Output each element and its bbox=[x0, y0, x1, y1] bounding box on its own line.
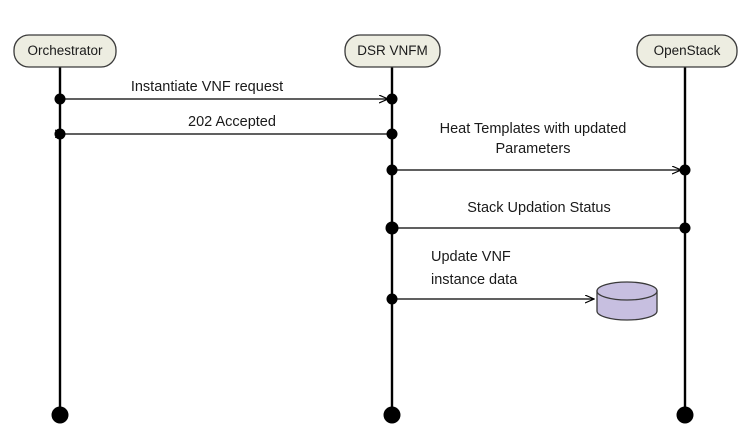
database-top-ellipse bbox=[596, 281, 658, 301]
message-label-202-accepted: 202 Accepted bbox=[188, 114, 276, 130]
message-dot-openstack-receive-heat bbox=[679, 164, 691, 176]
actor-label-dsr-vnfm: DSR VNFM bbox=[357, 43, 428, 58]
message-dot-dsr-vnfm-receive-status bbox=[385, 221, 399, 235]
message-dot-openstack-send-status bbox=[679, 222, 691, 234]
message-arrows-group bbox=[60, 99, 685, 299]
actor-boxes-group bbox=[13, 34, 738, 68]
lifelines-group bbox=[58, 67, 687, 415]
message-label-heat-templates-line1: Heat Templates with updated bbox=[439, 121, 627, 137]
message-label-stack-updation-status: Stack Updation Status bbox=[467, 200, 611, 216]
message-dot-dsr-vnfm-send-heat bbox=[386, 164, 398, 176]
actor-box-dsr-vnfm[interactable] bbox=[344, 34, 441, 68]
message-dot-dsr-vnfm-send-update bbox=[386, 293, 398, 305]
actor-label-openstack: OpenStack bbox=[653, 43, 721, 58]
termination-dot-dsr-vnfm bbox=[383, 406, 401, 424]
actor-box-openstack[interactable] bbox=[636, 34, 738, 68]
message-label-instantiate-vnf-request: Instantiate VNF request bbox=[130, 79, 284, 95]
message-dots-group bbox=[54, 93, 691, 305]
database-cylinder-vnf-instance-db[interactable] bbox=[596, 281, 658, 321]
message-dot-dsr-vnfm-receive-instantiate bbox=[386, 93, 398, 105]
message-label-update-vnf-instance-data-line2: instance data bbox=[431, 272, 518, 288]
actor-label-orchestrator: Orchestrator bbox=[27, 43, 103, 58]
message-label-update-vnf-instance-data-line1: Update VNF bbox=[431, 249, 511, 265]
message-dot-orchestrator-send bbox=[54, 93, 66, 105]
message-label-heat-templates-line2: Parameters bbox=[495, 141, 571, 157]
message-dot-orchestrator-receive bbox=[54, 128, 66, 140]
termination-dot-openstack bbox=[676, 406, 694, 424]
actor-box-orchestrator[interactable] bbox=[13, 34, 117, 68]
termination-dot-orchestrator bbox=[51, 406, 69, 424]
termination-dots-group bbox=[51, 406, 694, 424]
message-dot-dsr-vnfm-send-accepted bbox=[386, 128, 398, 140]
